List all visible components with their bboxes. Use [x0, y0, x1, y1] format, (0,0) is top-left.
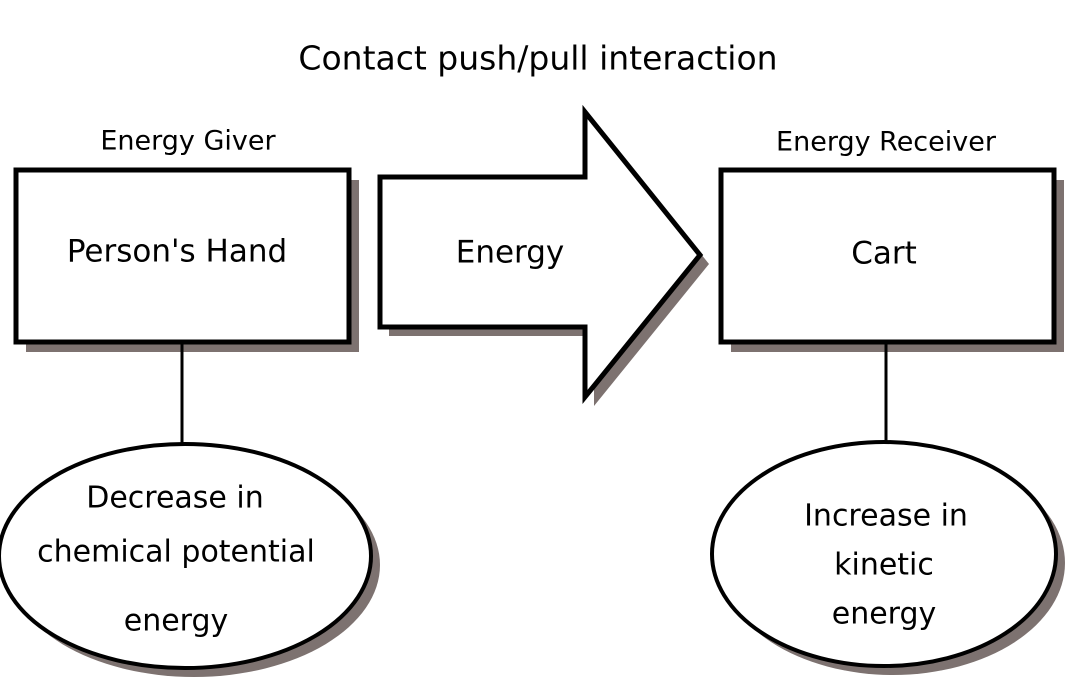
receiver-oval-line-2: kinetic — [834, 548, 934, 583]
giver-oval-line-1: Decrease in — [86, 481, 264, 516]
receiver-oval[interactable] — [710, 440, 1058, 668]
energy-arrow[interactable] — [377, 104, 704, 405]
receiver-box-label: Cart — [851, 236, 917, 272]
energy-arrow-label: Energy — [456, 235, 565, 271]
receiver-oval-line-3: energy — [832, 597, 937, 632]
receiver-oval-line-1: Increase in — [804, 499, 968, 534]
receiver-box[interactable] — [718, 167, 1057, 345]
giver-role-label: Energy Giver — [100, 126, 276, 157]
receiver-role-label: Energy Receiver — [776, 127, 997, 158]
diagram-title: Contact push/pull interaction — [298, 39, 777, 78]
giver-oval-line-3: energy — [124, 604, 229, 639]
giver-oval-line-2: chemical potential — [37, 535, 315, 570]
giver-box[interactable] — [13, 167, 352, 345]
giver-box-label: Person's Hand — [67, 234, 287, 270]
giver-oval[interactable] — [0, 442, 373, 670]
